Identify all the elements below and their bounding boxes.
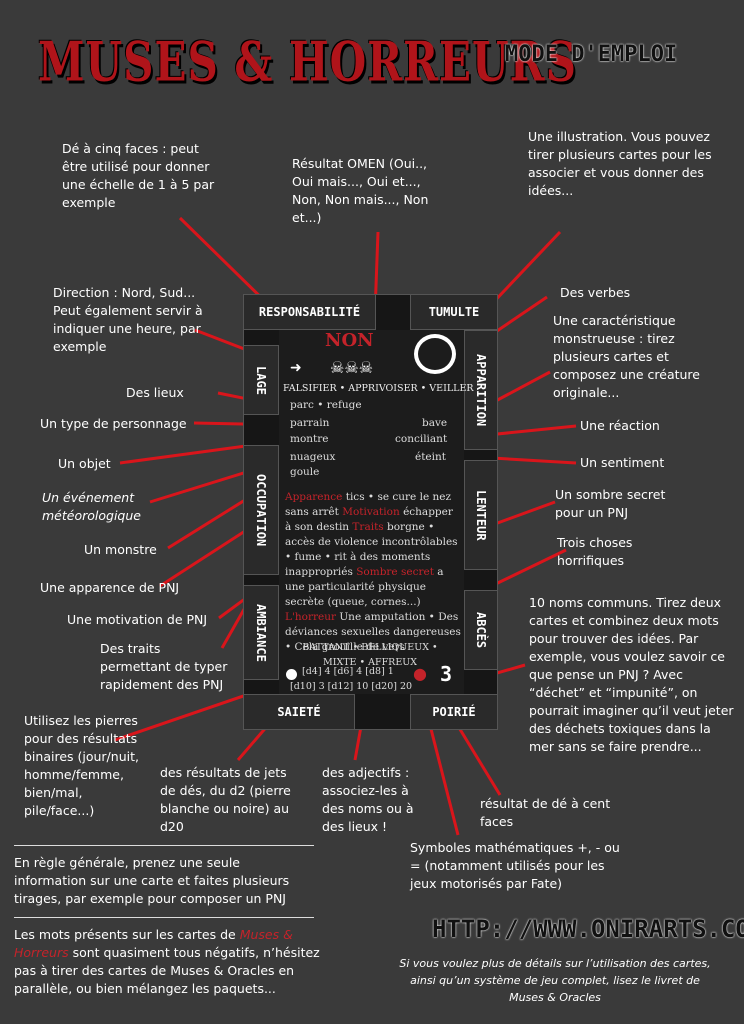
card-emotion: conciliant (395, 433, 448, 445)
note-horrifiques: Trois choses horrifiques (557, 535, 633, 568)
horreur-label: L'horreur (285, 611, 336, 623)
horreur-text: Une amputation • Des déviances sexuelles… (285, 611, 461, 653)
brand-name: Muses & Horreurs (14, 927, 293, 960)
note-sentiment: Un sentiment (580, 455, 665, 470)
mode-emploi-heading: MODE D'EMPLOI (505, 42, 678, 67)
card-bottom-right-word: POIRIÉ (410, 694, 498, 730)
note-reaction: Une réaction (580, 418, 660, 433)
rule-text: En règle générale, prenez une seule info… (14, 855, 290, 906)
note-personnage: Un type de personnage (40, 416, 187, 431)
card-top-left-word: RESPONSABILITÉ (243, 294, 376, 330)
note-monstre-carac: Une caractéristique monstrueuse : tirez … (553, 313, 700, 400)
math-symbol-icon: ● (413, 664, 427, 683)
note-noms: 10 noms communs. Tirez deux cartes et co… (529, 595, 734, 754)
card-dice-line-1: [d4] 4 [d6] 4 [d8] 1 (302, 666, 394, 677)
card-sentiment: éteint (415, 451, 446, 463)
note-apparence: Une apparence de PNJ (40, 580, 180, 595)
note-meteo: Un événement météorologique (42, 490, 141, 523)
motivation-text: échapper à son destin (285, 506, 453, 533)
note-direction: Direction : Nord, Sud... Peut également … (53, 285, 203, 354)
footer-text: Si vous voulez plus de détails sur l’uti… (399, 957, 711, 987)
page-title: MUSES & HORREURS (38, 30, 577, 94)
divider-2 (14, 917, 314, 918)
secret-text: a une particularité physique secrète (qu… (285, 566, 444, 608)
card-right-word-2: LENTEUR (464, 460, 498, 570)
apparence-label: Apparence (285, 491, 343, 503)
note-verbes: Des verbes (560, 285, 631, 300)
note-objet: Un objet (58, 456, 111, 471)
card-monstre: goule (290, 466, 320, 478)
mots-text-a: Les mots présents sur les cartes de (14, 927, 236, 942)
card-objet: montre (290, 433, 329, 445)
white-stone-icon (286, 669, 297, 680)
card-personnage: parrain (290, 417, 330, 429)
note-adjectifs: des adjectifs : associez-les à des noms … (322, 765, 414, 834)
footer-brand: Muses & Oracles (509, 991, 601, 1004)
note-jets: des résultats de jets de dés, du d2 (pie… (160, 765, 291, 834)
note-pierres: Utilisez les pierres pour des résultats … (24, 713, 139, 818)
note-secret: Un sombre secret pour un PNJ (555, 487, 666, 520)
note-motivation: Une motivation de PNJ (67, 612, 208, 627)
mots-text: Les mots présents sur les cartes de Muse… (14, 926, 324, 998)
card-left-word-2: OCCUPATION (243, 445, 279, 575)
card-d100: 3 (440, 662, 453, 686)
card-bottom-left-word: SAIETÉ (243, 694, 355, 730)
card-adjectifs: BATTANT • BELLIQUEUX • MIXTE • AFFREUX (302, 642, 438, 668)
card-left-word-1: LAGE (243, 345, 279, 415)
footer-note: Si vous voulez plus de détails sur l’uti… (385, 955, 725, 1006)
secret-label: Sombre secret (356, 566, 434, 578)
card-meteo: nuageux (290, 451, 336, 463)
card-left-word-3: AMBIANCE (243, 585, 279, 680)
note-traits: Des traits permettant de typer rapidemen… (100, 641, 228, 692)
apparence-text: tics • se cure le nez sans arrêt (285, 491, 452, 518)
motivation-label: Motivation (342, 506, 400, 518)
illustration-icon (414, 334, 456, 374)
card-verbs: FALSIFIER • APPRIVOISER • VEILLER (283, 383, 474, 394)
mots-text-b: sont quasiment tous négatifs, n’hésitez … (14, 945, 320, 996)
card-inner (279, 330, 464, 694)
card-dice-line-2: [d10] 3 [d12] 10 [d20] 20 (290, 681, 413, 692)
card-reaction: bave (422, 417, 448, 429)
note-lieux: Des lieux (126, 385, 184, 400)
direction-arrow-icon: ➜ (290, 360, 302, 376)
note-illustration: Une illustration. Vous pouvez tirer plus… (528, 129, 712, 198)
website-link[interactable]: HTTP://WWW.ONIRARTS.COM (432, 915, 744, 943)
traits-label: Traits (352, 521, 384, 533)
card-right-word-3: ABCÈS (464, 590, 498, 670)
card-right-word-1: APPARITION (464, 330, 498, 450)
traits-text: borgne • accès de violence incontrôlable… (285, 521, 458, 578)
note-monstre: Un monstre (84, 542, 157, 557)
note-symboles: Symboles mathématiques +, - ou = (notamm… (410, 840, 620, 891)
card-pnj-block: Apparence tics • se cure le nez sans arr… (285, 490, 461, 655)
card-top-right-word: TUMULTE (410, 294, 498, 330)
note-de5: Dé à cinq faces : peut être utilisé pour… (62, 141, 215, 210)
divider-1 (14, 845, 314, 846)
note-omen: Résultat OMEN (Oui.., Oui mais..., Oui e… (292, 156, 429, 225)
skull-dice-icon: ☠☠☠ (330, 358, 374, 377)
card-lieu: parc • refuge (290, 399, 362, 411)
card-omen: NON (325, 330, 374, 351)
note-cent: résultat de dé à cent faces (480, 796, 611, 829)
